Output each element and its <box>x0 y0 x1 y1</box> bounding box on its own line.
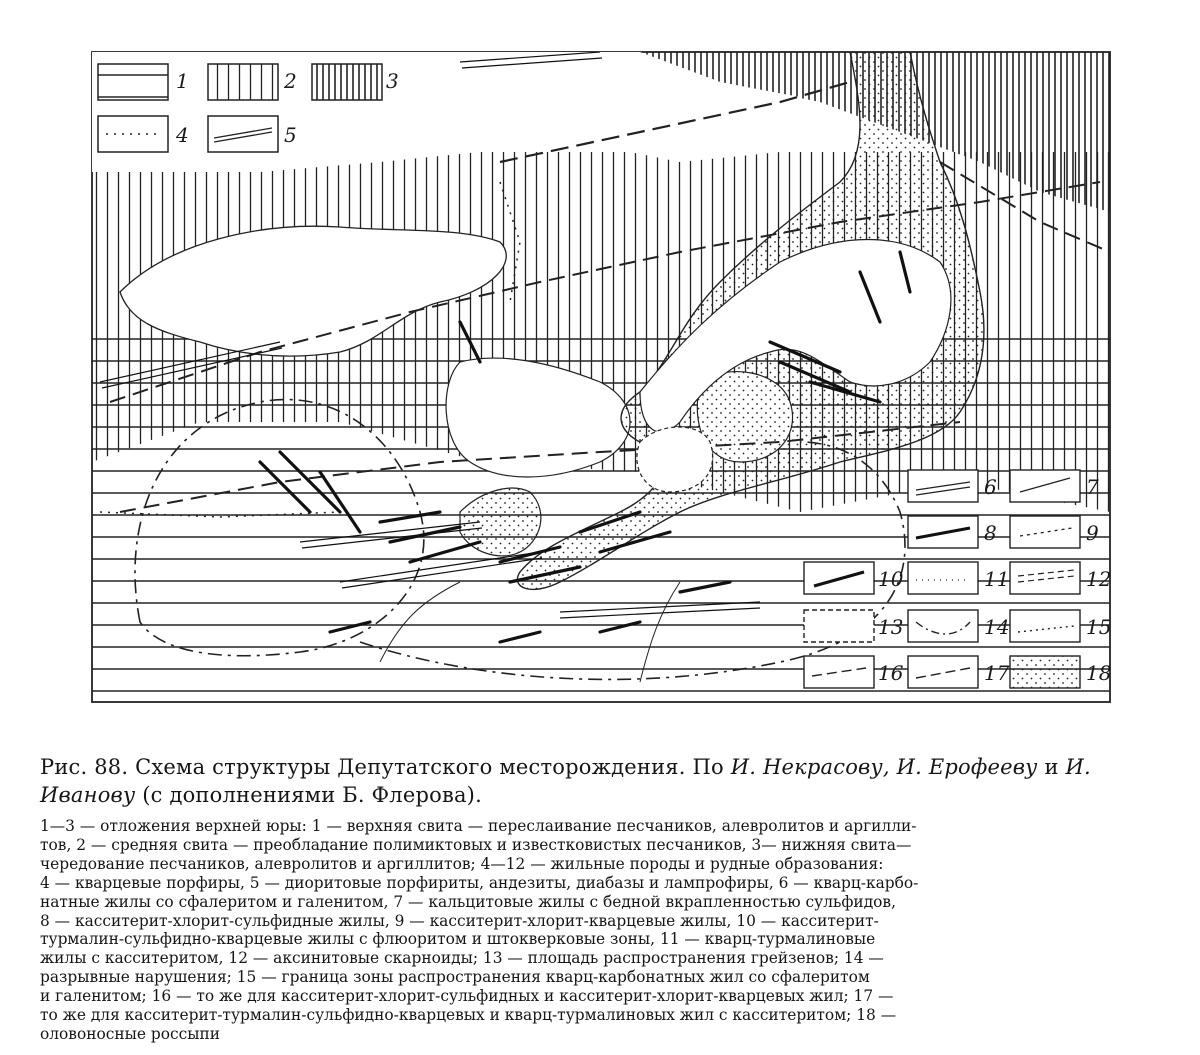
svg-text:1: 1 <box>176 69 189 93</box>
figure-caption: Рис. 88. Схема структуры Депутатского ме… <box>40 753 1170 1044</box>
caption-line: то же для касситерит-турмалин-сульфидно-… <box>40 1006 897 1025</box>
svg-text:2: 2 <box>283 69 297 93</box>
caption-legend-text: 1—3 — отложения верхней юры: 1 — верхняя… <box>40 817 1170 1044</box>
blank-area-center <box>445 357 631 478</box>
caption-title: Рис. 88. Схема структуры Депутатского ме… <box>40 755 1091 807</box>
stream-2 <box>639 581 681 683</box>
geological-map: 1 2 3 4 5 6 7 8 9 10 11 12 13 <box>80 42 1130 742</box>
placer-deposit-west <box>459 487 542 557</box>
svg-text:14: 14 <box>984 615 1009 639</box>
svg-text:17: 17 <box>984 661 1010 685</box>
svg-text:9: 9 <box>1086 521 1099 545</box>
caption-line: чередование песчаников, алевролитов и ар… <box>40 854 884 873</box>
svg-text:3: 3 <box>386 69 399 93</box>
caption-line: оловоносные россыпи <box>40 1024 221 1043</box>
caption-line: тов, 2 — средняя свита — преобладание по… <box>40 835 912 854</box>
map-figure: 1 2 3 4 5 6 7 8 9 10 11 12 13 <box>91 51 1111 703</box>
svg-text:5: 5 <box>284 123 297 147</box>
svg-text:18: 18 <box>1086 661 1111 685</box>
svg-text:4: 4 <box>175 123 189 147</box>
svg-text:8: 8 <box>984 521 997 545</box>
zone-boundary-south <box>359 441 906 681</box>
placer-inner-island <box>639 238 952 433</box>
blank-area-left <box>119 225 507 357</box>
fault-line-2 <box>119 421 961 513</box>
caption-line: 1—3 — отложения верхней юры: 1 — верхняя… <box>40 817 917 835</box>
greisen-area <box>636 426 714 493</box>
caption-line: жилы с касситеритом, 12 — аксинитовые ск… <box>40 949 884 968</box>
double-veins <box>99 52 761 619</box>
svg-text:12: 12 <box>1086 567 1111 591</box>
lower-suite-area <box>640 52 1110 212</box>
porphyry-dyke-1 <box>99 511 341 518</box>
svg-text:16: 16 <box>878 661 904 685</box>
fault-line-4 <box>939 161 1110 253</box>
fault-line-1 <box>109 181 1101 403</box>
caption-line: 4 — кварцевые порфиры, 5 — диоритовые по… <box>40 873 919 892</box>
caption-line: натные жилы со сфалеритом и галенитом, 7… <box>40 892 896 911</box>
svg-text:10: 10 <box>878 567 904 591</box>
caption-line: 8 — касситерит-хлорит-сульфидные жилы, 9… <box>40 911 879 930</box>
svg-text:15: 15 <box>1086 615 1111 639</box>
legend-upper: 1 2 3 4 5 <box>97 63 399 153</box>
legend-lower: 6 7 8 9 10 11 12 13 14 15 16 17 18 <box>803 469 1111 689</box>
stream-1 <box>379 581 461 663</box>
svg-text:7: 7 <box>1086 475 1099 499</box>
caption-line: и галенитом; 16 — то же для касситерит-х… <box>40 987 894 1006</box>
caption-line: разрывные нарушения; 15 — граница зоны р… <box>40 968 870 987</box>
caption-line: турмалин-сульфидно-кварцевые жилы с флюо… <box>40 930 876 949</box>
vein-swarm-center <box>258 250 912 644</box>
svg-text:11: 11 <box>984 567 1009 591</box>
svg-text:6: 6 <box>984 475 997 499</box>
fault-line-3 <box>499 80 851 164</box>
svg-text:13: 13 <box>878 615 903 639</box>
